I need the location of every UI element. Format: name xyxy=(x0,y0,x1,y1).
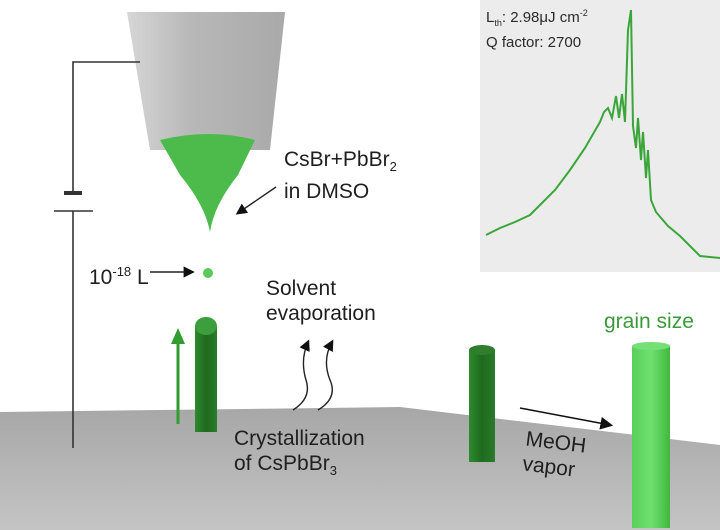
threshold-subscript: th xyxy=(494,18,502,28)
circuit-wire xyxy=(54,61,140,448)
threshold-exponent: -2 xyxy=(579,8,588,18)
droplet xyxy=(203,268,213,278)
inset-annotation: Lth: 2.98μJ cm-2 Q factor: 2700 xyxy=(486,4,588,52)
threshold-value: : 2.98μJ cm xyxy=(501,9,580,26)
precursor-solvent: in DMSO xyxy=(284,180,370,204)
crystallization-word: Crystallization xyxy=(234,427,365,450)
threshold-symbol: L xyxy=(486,9,495,26)
evaporation-word: evaporation xyxy=(266,302,376,325)
precursor-subscript: 2 xyxy=(389,159,397,175)
crystallization-subscript: 3 xyxy=(329,463,337,479)
crystallization-label: Crystallization of CsPbBr3 xyxy=(234,426,365,483)
precursor-arrow xyxy=(235,186,277,215)
solvent-word: Solvent xyxy=(266,277,337,300)
spectrum-inset xyxy=(480,0,720,272)
polycrystalline-pillar xyxy=(469,345,495,462)
volume-label: 10-18 L xyxy=(89,259,149,290)
evaporation-arrows-icon xyxy=(292,339,334,411)
growth-arrow xyxy=(171,328,185,424)
volume-base: 10 xyxy=(89,266,113,289)
nozzle xyxy=(127,12,285,232)
volume-unit: L xyxy=(131,266,149,289)
solvent-evaporation-label: Solvent evaporation xyxy=(266,276,376,326)
meoh-vapor-label: MeOH vapor xyxy=(521,426,587,483)
precursor-label: CsBr+PbBr2 in DMSO xyxy=(284,147,397,204)
lasing-spectrum xyxy=(485,9,720,259)
grain-size-label: grain size xyxy=(604,310,694,333)
q-factor-label: Q factor: 2700 xyxy=(486,34,582,51)
volume-exponent: -18 xyxy=(112,264,132,279)
growing-pillar xyxy=(195,317,217,432)
meoh-arrow xyxy=(519,407,614,430)
single-crystal-pillar xyxy=(632,342,670,528)
crystallization-formula: of CsPbBr xyxy=(234,452,330,475)
substrate xyxy=(0,407,720,530)
precursor-formula: CsBr+PbBr xyxy=(284,148,390,171)
